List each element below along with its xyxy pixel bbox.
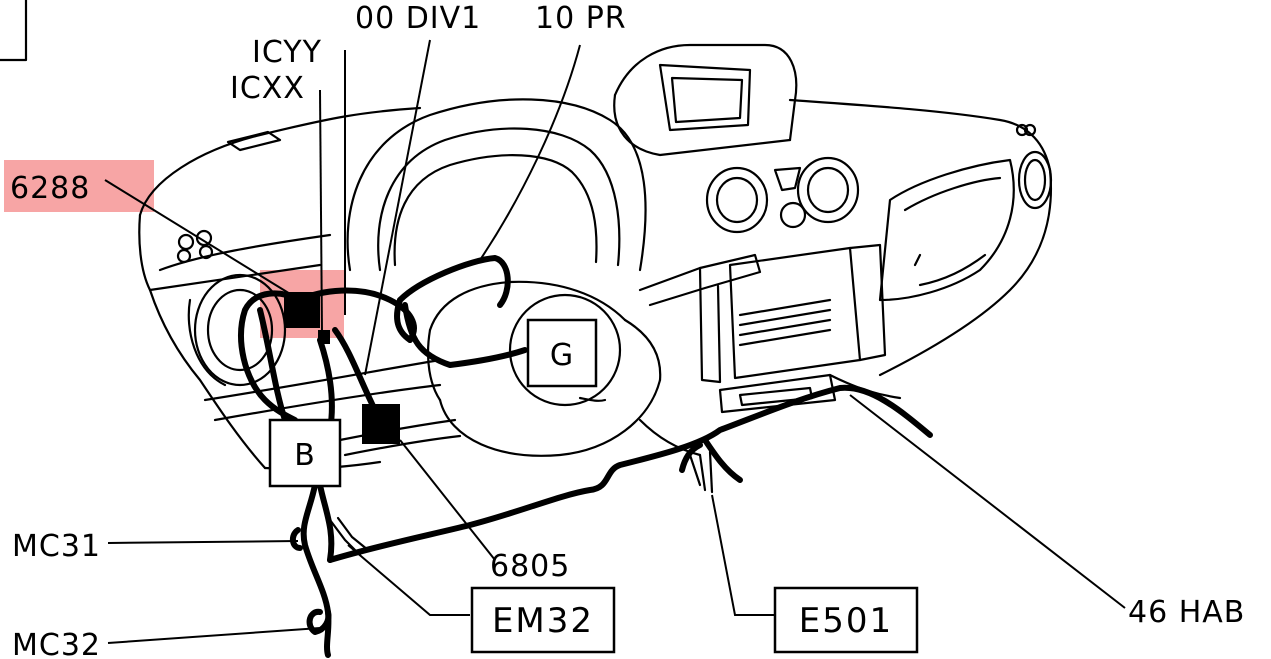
box-g bbox=[526, 318, 598, 388]
highlight-6288-label bbox=[4, 160, 154, 212]
label-em32: EM32 bbox=[492, 601, 594, 641]
label-icxx: ICXX bbox=[230, 71, 305, 106]
connector-6805 bbox=[362, 404, 400, 444]
label-10-pr: 10 PR bbox=[535, 1, 627, 36]
label-6805: 6805 bbox=[490, 549, 570, 584]
box-b bbox=[268, 418, 342, 488]
connector-icxx bbox=[318, 330, 330, 344]
label-46-hab: 46 HAB bbox=[1128, 595, 1245, 630]
corner-box-fragment bbox=[0, 0, 28, 62]
label-e501: E501 bbox=[799, 601, 893, 641]
dashboard-outline bbox=[138, 43, 1053, 470]
label-00-div1: 00 DIV1 bbox=[355, 1, 481, 36]
label-icyy: ICYY bbox=[252, 35, 322, 70]
box-b-label: B bbox=[294, 438, 316, 473]
label-mc31: MC31 bbox=[12, 529, 101, 564]
box-g-label: G bbox=[550, 338, 574, 373]
leader-lines bbox=[104, 39, 1126, 644]
label-6288: 6288 bbox=[10, 171, 90, 206]
label-mc32: MC32 bbox=[12, 628, 101, 659]
box-e501 bbox=[773, 586, 919, 654]
connector-6288 bbox=[284, 292, 320, 328]
box-em32 bbox=[470, 586, 616, 654]
